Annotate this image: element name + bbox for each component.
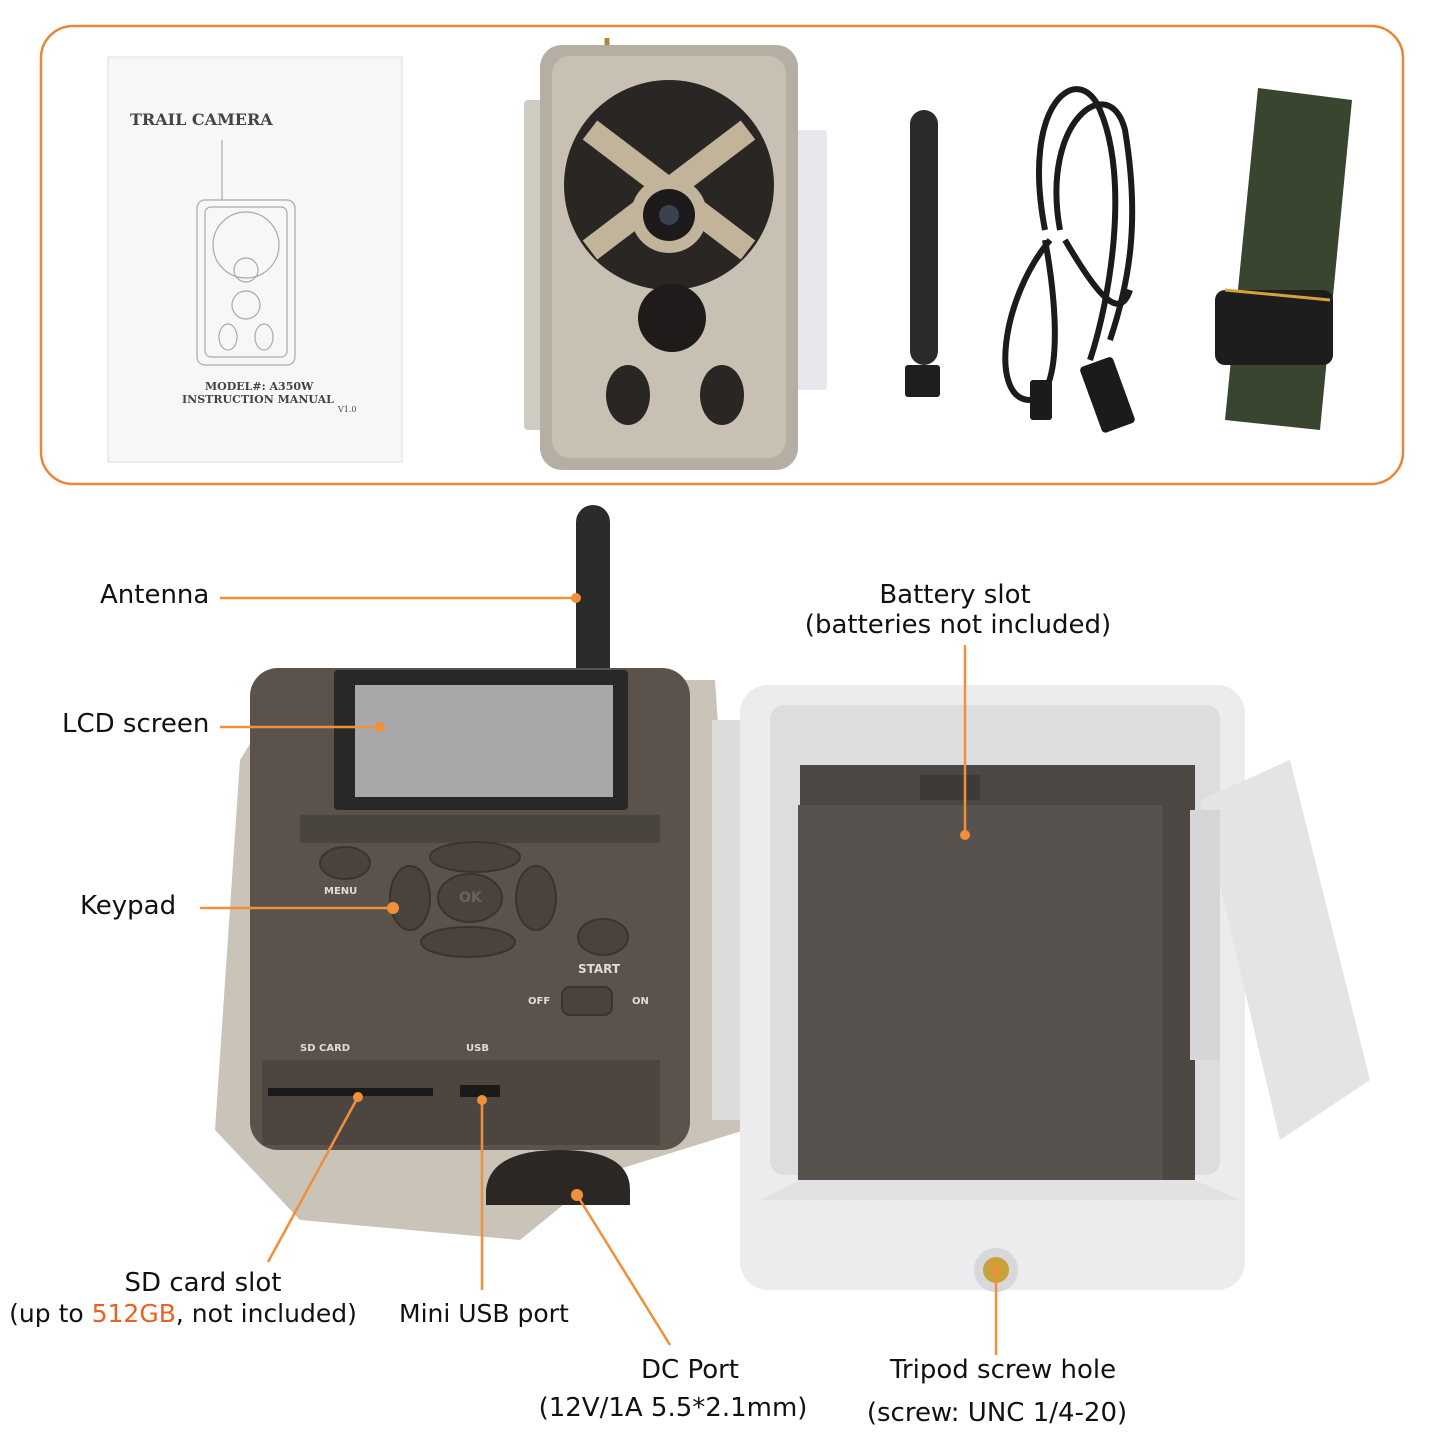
menu-label: MENU (324, 886, 358, 897)
usb-cable (1002, 86, 1136, 433)
battery-door (712, 685, 1370, 1292)
door-latch (1200, 760, 1370, 1140)
battery-slot (798, 805, 1163, 1180)
callout-battery-slot: Battery slot (879, 580, 1031, 610)
trail-camera (524, 38, 827, 470)
manual-title: TRAIL CAMERA (130, 110, 273, 129)
callout-battery-note: (batteries not included) (804, 610, 1112, 640)
lcd-display (355, 685, 613, 797)
usb-label: USB (466, 1043, 489, 1054)
callout-antenna: Antenna (100, 580, 210, 610)
package-contents-frame (39, 24, 1405, 486)
callout-tripod-note: (screw: UNC 1/4-20) (866, 1398, 1128, 1428)
callout-dc-note: (12V/1A 5.5*2.1mm) (538, 1393, 808, 1423)
callout-dots (353, 593, 1000, 1274)
strap (1215, 88, 1352, 430)
sd-note-pre: (up to (9, 1299, 92, 1328)
dc-port (486, 1150, 630, 1205)
sd-note-post: , not included) (175, 1299, 357, 1328)
callout-keypad: Keypad (80, 891, 177, 921)
callout-mini-usb-port: Mini USB port (399, 1299, 569, 1328)
ports-area (262, 1060, 660, 1145)
start-label: START (578, 962, 621, 976)
callout-lcd-screen: LCD screen (62, 709, 210, 739)
sd-card-label: SD CARD (300, 1043, 351, 1054)
ok-label: OK (459, 890, 482, 906)
callout-lines (200, 596, 998, 1355)
on-label: ON (632, 996, 649, 1007)
manual-version: V1.0 (338, 405, 357, 414)
off-label: OFF (528, 996, 551, 1007)
sd-card-slot (268, 1088, 433, 1096)
antenna (905, 110, 940, 397)
callout-sd-card-slot: SD card slot (124, 1268, 282, 1298)
instruction-manual (107, 56, 403, 463)
device-antenna (576, 505, 610, 690)
callout-sd-note: (up to 512GB, not included) (9, 1301, 357, 1326)
sd-capacity: 512GB (91, 1299, 176, 1328)
mini-usb-port (460, 1085, 500, 1097)
manual-subtitle: INSTRUCTION MANUAL (182, 393, 334, 406)
keypad (319, 841, 629, 1016)
manual-model: MODEL#: A350W (205, 380, 314, 393)
callout-dc-port: DC Port (641, 1355, 739, 1385)
callout-tripod-screw-hole: Tripod screw hole (889, 1355, 1117, 1385)
